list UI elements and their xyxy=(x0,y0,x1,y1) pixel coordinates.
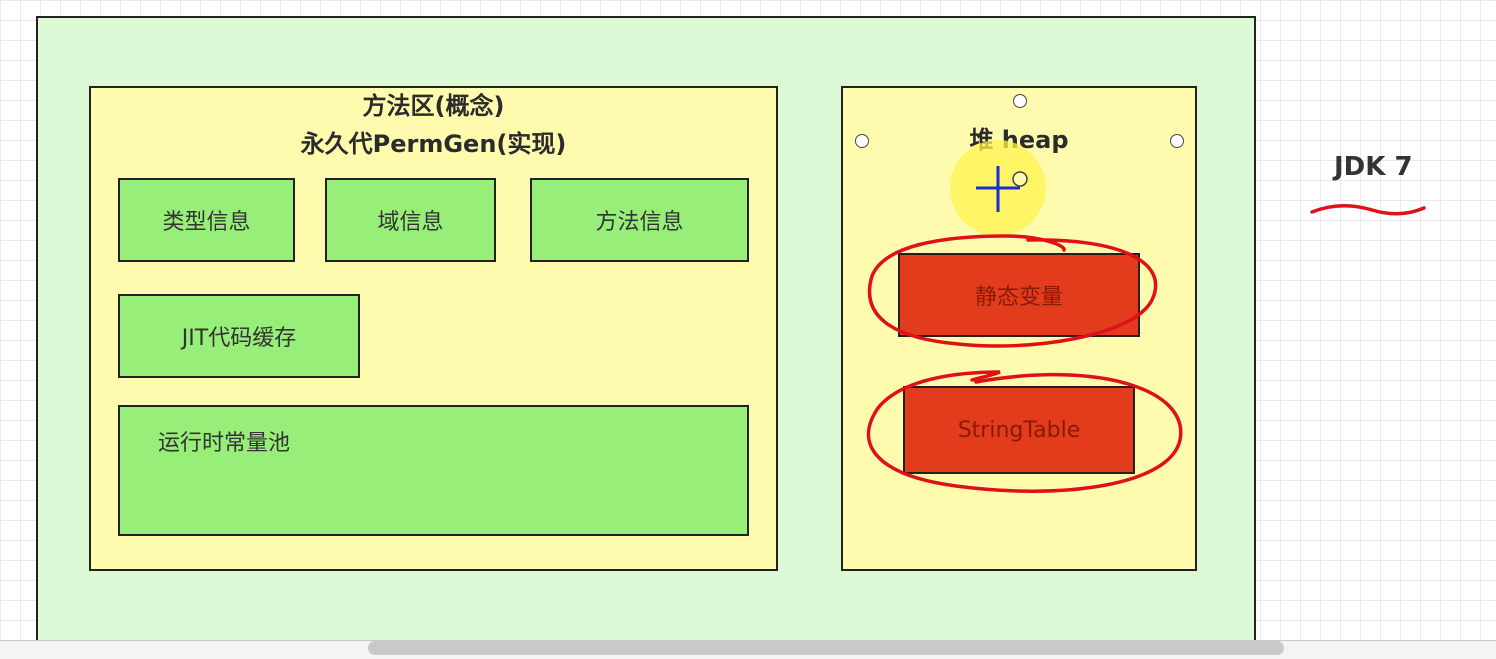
method-info-box[interactable]: 方法信息 xyxy=(530,178,749,262)
static-vars-box[interactable]: 静态变量 xyxy=(898,253,1140,337)
resize-handle-left[interactable] xyxy=(855,134,869,148)
method-area-subtitle: 永久代PermGen(实现) xyxy=(300,130,567,158)
string-table-box[interactable]: StringTable xyxy=(903,386,1135,474)
jit-cache-box[interactable]: JIT代码缓存 xyxy=(118,294,360,378)
method-area-title: 方法区(概念) xyxy=(362,92,505,120)
field-info-box[interactable]: 域信息 xyxy=(325,178,496,262)
resize-handle-right[interactable] xyxy=(1170,134,1184,148)
runtime-constant-pool-label: 运行时常量池 xyxy=(158,431,291,456)
heap-title: 堆 heap xyxy=(969,126,1069,154)
jdk-version-label: JDK 7 xyxy=(1334,152,1413,182)
resize-handle-top[interactable] xyxy=(1013,94,1027,108)
type-info-box[interactable]: 类型信息 xyxy=(118,178,295,262)
jdk-underline-annotation xyxy=(1310,204,1426,216)
horizontal-scrollbar-thumb[interactable] xyxy=(368,641,1284,655)
runtime-constant-pool-box[interactable]: 运行时常量池 xyxy=(118,405,749,536)
